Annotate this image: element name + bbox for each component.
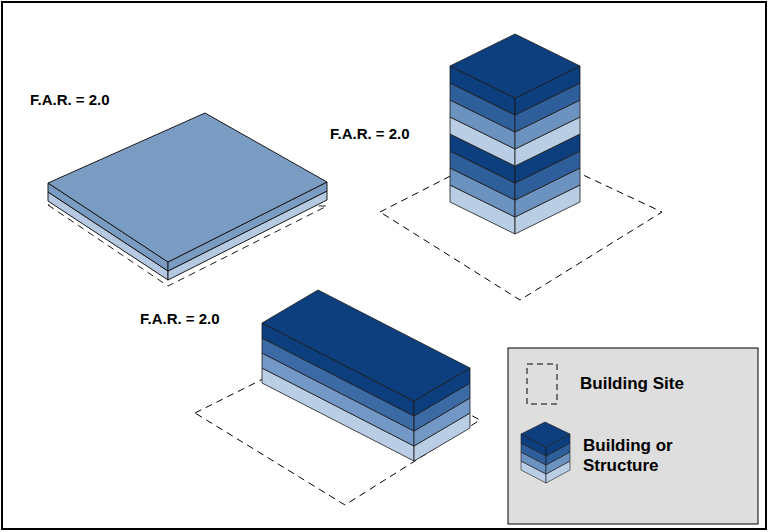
legend-text: Building Site bbox=[580, 374, 705, 394]
far-label: F.A.R. = 2.0 bbox=[140, 310, 220, 327]
legend-panel bbox=[508, 348, 758, 524]
far-label: F.A.R. = 2.0 bbox=[330, 125, 410, 142]
tower-floors bbox=[450, 34, 580, 234]
building-swatch bbox=[521, 422, 570, 483]
mid-floors bbox=[262, 290, 470, 461]
flat-building bbox=[48, 113, 327, 286]
far-label: F.A.R. = 2.0 bbox=[30, 91, 110, 108]
site-swatch bbox=[527, 364, 557, 404]
legend-text: Building or Structure bbox=[583, 436, 708, 476]
